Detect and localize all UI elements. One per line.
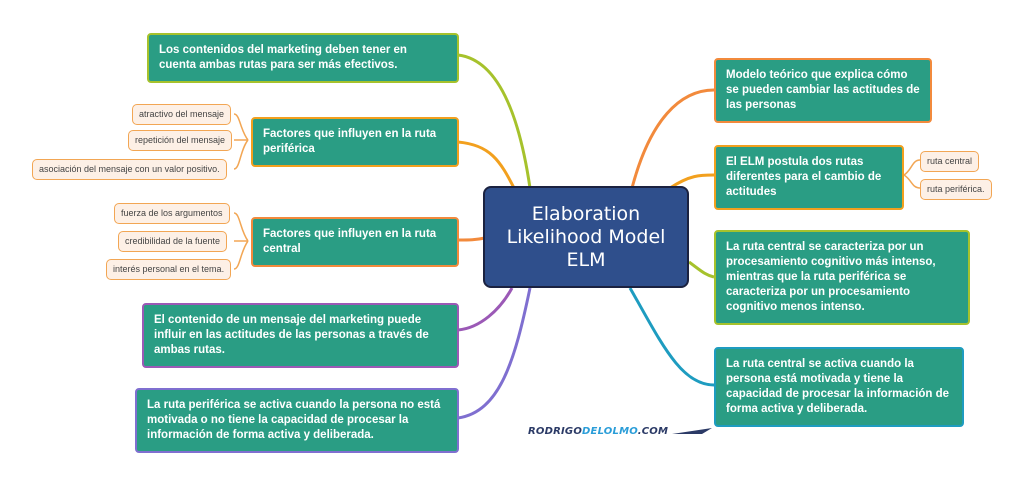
branch-central-vs-peripheral <box>688 260 715 279</box>
leaf-interes[interactable]: interés personal en el tema. <box>106 259 232 280</box>
leaf-ruta-periferica-text: ruta periférica. <box>927 184 985 194</box>
node-content-influence[interactable]: El contenido de un mensaje del marketing… <box>142 303 459 368</box>
leaf-link-route-1 <box>903 159 921 176</box>
leaf-fuerza[interactable]: fuerza de los argumentos <box>114 203 230 224</box>
node-factors-peripheral-label: Factores que influyen en la ruta perifér… <box>263 128 437 155</box>
node-factors-central-label: Factores que influyen en la ruta central <box>263 228 437 255</box>
brand-logo: RODRIGODELOLMO.COM <box>528 426 712 437</box>
leaf-ruta-central-text: ruta central <box>927 156 973 166</box>
brand-part-2: DELOLMO <box>582 426 638 437</box>
node-two-routes[interactable]: El ELM postula dos rutas diferentes para… <box>714 145 904 210</box>
node-content-both-routes-text: Los contenidos del marketing deben tener… <box>159 44 407 71</box>
leaf-repeticion-text: repetición del mensaje <box>135 135 226 145</box>
node-peripheral-activation[interactable]: La ruta periférica se activa cuando la p… <box>135 388 459 453</box>
leaf-link-peripheral-3 <box>233 139 249 170</box>
node-factors-central[interactable]: Factores que influyen en la ruta central <box>251 217 459 267</box>
central-topic-elm[interactable]: Elaboration Likelihood Model ELM <box>483 186 689 288</box>
leaf-link-route-2 <box>903 174 921 189</box>
leaf-link-central-3 <box>233 240 249 270</box>
leaf-asociacion-text: asociación del mensaje con un valor posi… <box>39 164 220 174</box>
leaf-repeticion[interactable]: repetición del mensaje <box>128 130 233 151</box>
branch-factors-peripheral <box>457 140 517 191</box>
leaf-ruta-central[interactable]: ruta central <box>920 151 980 172</box>
node-factors-peripheral[interactable]: Factores que influyen en la ruta perifér… <box>251 117 459 167</box>
leaf-asociacion[interactable]: asociación del mensaje con un valor posi… <box>32 159 227 180</box>
branch-content-both-routes <box>457 53 532 189</box>
central-topic-title: Elaboration Likelihood Model ELM <box>506 202 666 271</box>
node-content-both-routes[interactable]: Los contenidos del marketing deben tener… <box>147 33 459 83</box>
node-central-activation-text: La ruta central se activa cuando la pers… <box>726 358 950 415</box>
brand-swoosh-icon <box>671 428 712 434</box>
leaf-ruta-periferica[interactable]: ruta periférica. <box>920 179 992 200</box>
leaf-link-central-1 <box>233 212 249 242</box>
node-central-vs-peripheral-text: La ruta central se caracteriza por un pr… <box>726 241 936 313</box>
node-content-influence-text: El contenido de un mensaje del marketing… <box>154 314 429 356</box>
node-peripheral-activation-text: La ruta periférica se activa cuando la p… <box>147 399 441 441</box>
branch-factors-central <box>457 236 486 242</box>
leaf-interes-text: interés personal en el tema. <box>113 264 225 274</box>
node-central-vs-peripheral[interactable]: La ruta central se caracteriza por un pr… <box>714 230 970 325</box>
node-two-routes-label: El ELM postula dos rutas diferentes para… <box>726 156 882 198</box>
brand-part-1: RODRIGO <box>528 426 583 437</box>
leaf-credibilidad[interactable]: credibilidad de la fuente <box>118 231 228 252</box>
leaf-credibilidad-text: credibilidad de la fuente <box>125 236 221 246</box>
node-central-activation[interactable]: La ruta central se activa cuando la pers… <box>714 347 964 427</box>
branch-peripheral-activation <box>457 287 532 420</box>
node-theoretical-model[interactable]: Modelo teórico que explica cómo se puede… <box>714 58 932 123</box>
brand-part-3: .COM <box>637 426 669 437</box>
branch-content-influence <box>457 287 514 332</box>
leaf-atractivo[interactable]: atractivo del mensaje <box>132 104 232 125</box>
leaf-atractivo-text: atractivo del mensaje <box>139 109 225 119</box>
branch-central-activation <box>628 287 715 387</box>
branch-two-routes <box>669 173 715 190</box>
leaf-fuerza-text: fuerza de los argumentos <box>121 208 223 218</box>
leaf-link-peripheral-1 <box>233 113 249 141</box>
node-theoretical-model-text: Modelo teórico que explica cómo se puede… <box>726 69 920 111</box>
branch-theoretical-model <box>630 88 715 189</box>
